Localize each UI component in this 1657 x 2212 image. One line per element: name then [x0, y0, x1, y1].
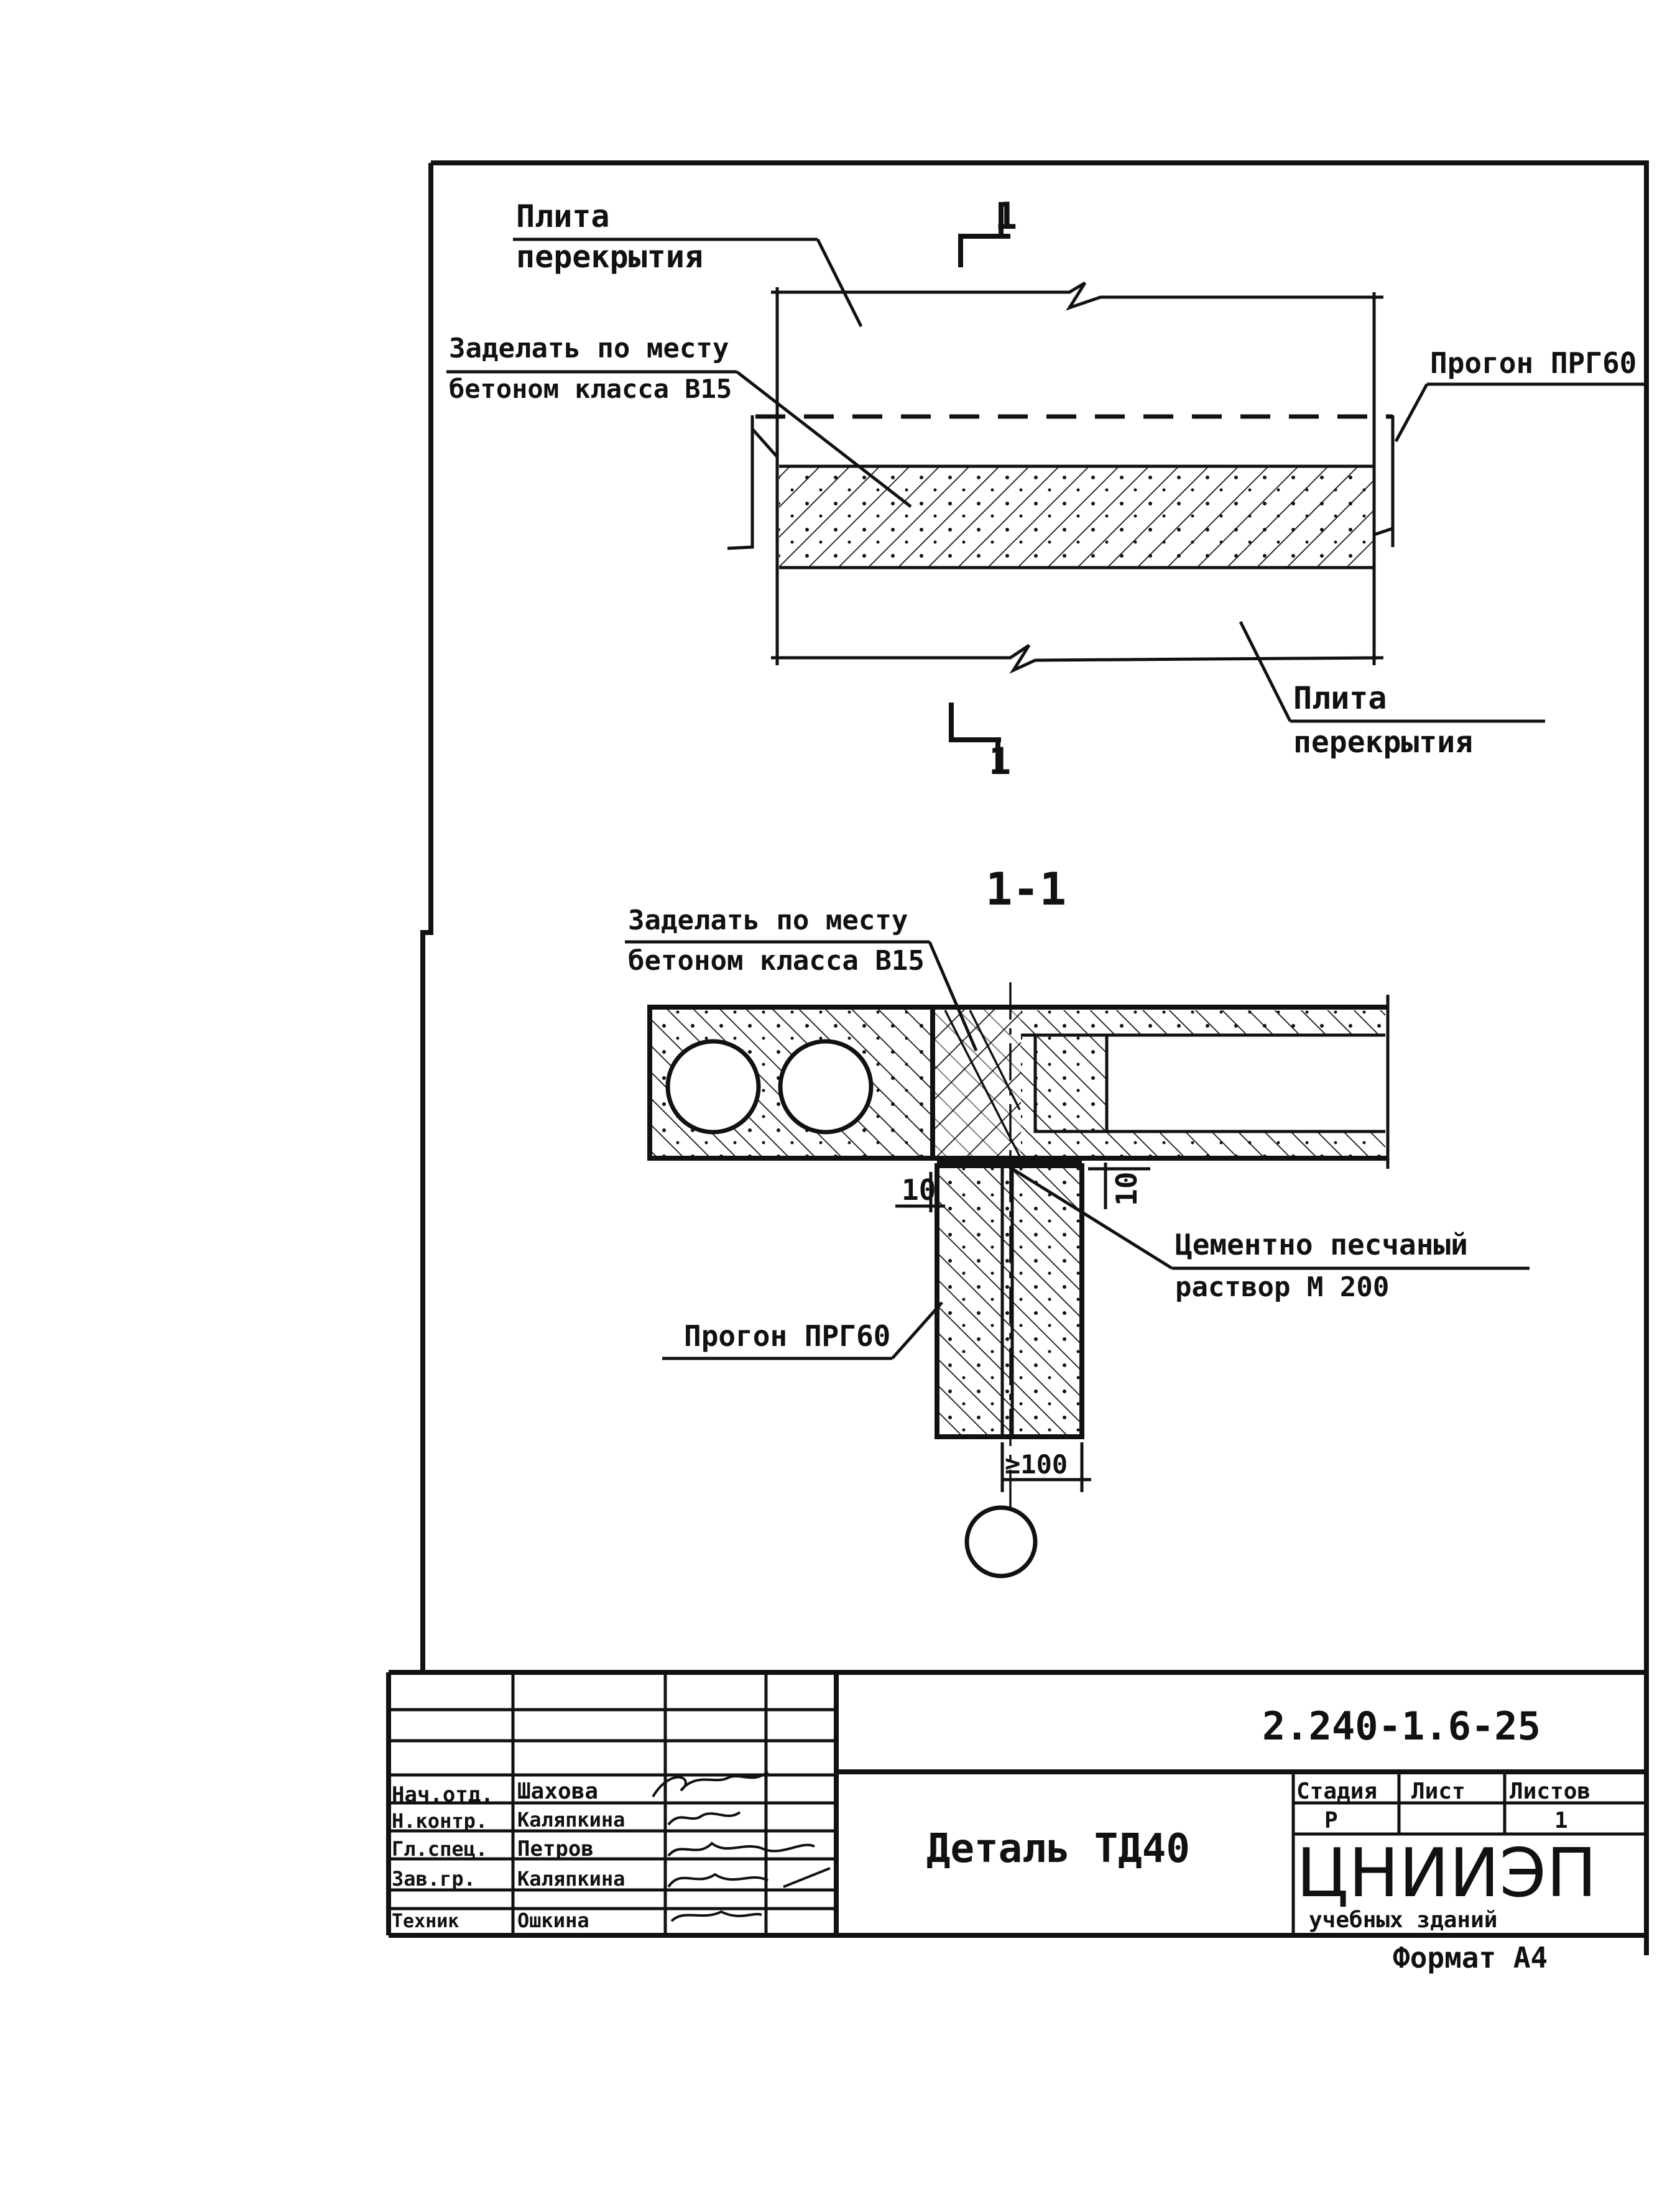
slab-top-edge: [771, 281, 1383, 311]
section-label-mortar-2: раствор М 200: [1175, 1271, 1389, 1303]
organization-sub: учебных зданий: [1309, 1907, 1497, 1933]
sheet-label: Лист: [1411, 1779, 1465, 1804]
section-label-mortar-1: Цементно песчаный: [1175, 1228, 1468, 1261]
drawing-title: Деталь ТД40: [926, 1826, 1190, 1872]
document-code: 2.240-1.6-25: [1262, 1703, 1541, 1749]
section-label-fill-2: бетоном класса B15: [628, 945, 925, 977]
section-marker-top: [958, 234, 1010, 267]
signature-role-2: Н.контр.: [392, 1809, 487, 1833]
signature-name-3: Петров: [517, 1836, 594, 1861]
plan-label-fill-1: Заделать по месту: [449, 333, 729, 364]
signature-name-5: Ошкина: [517, 1909, 589, 1932]
section-label-fill-1: Заделать по месту: [628, 905, 908, 936]
title-block: Нач.отд. Шахова Н.контр. Каляпкина Гл.сп…: [389, 1672, 1646, 1975]
plan-label-slab-bottom-1: Плита: [1293, 680, 1387, 716]
plan-label-slab-top-2: перекрытия: [516, 239, 703, 275]
slab-void-2: [778, 1039, 874, 1135]
organization: ЦНИИЭП: [1296, 1835, 1597, 1912]
sheet-format: Формат А4: [1393, 1941, 1548, 1975]
dim-gap-right: 10: [1110, 1172, 1143, 1206]
plan-label-slab-top-1: Плита: [516, 198, 610, 234]
signature-name-4: Каляпкина: [517, 1867, 625, 1891]
section-marker-bottom: [949, 703, 1001, 742]
stage-label: Стадия: [1296, 1779, 1377, 1804]
dim-gap-left: 10: [902, 1173, 936, 1207]
dim-bearing: ≥100: [1005, 1449, 1068, 1480]
axis-bubble: [964, 1505, 1038, 1578]
sheet-frame: [386, 160, 1649, 1955]
section-label-purlin: Прогон ПРГ60: [684, 1319, 890, 1353]
signature-role-4: Зав.гр.: [392, 1867, 476, 1891]
signature-role-5: Техник: [392, 1910, 459, 1932]
signature-name-2: Каляпкина: [517, 1808, 625, 1832]
slab-bottom-edge: [771, 643, 1384, 674]
plan-view: 1 1 Плита перекрытия Заделать по месту б…: [446, 195, 1645, 783]
plan-label-fill-2: бетоном класса B15: [449, 374, 732, 404]
slab-void-1: [665, 1039, 761, 1135]
signature-role-1: Нач.отд.: [392, 1782, 494, 1807]
section-view: 1-1 10: [625, 863, 1530, 1578]
signature-name-1: Шахова: [517, 1779, 598, 1804]
plan-label-purlin: Прогон ПРГ60: [1430, 346, 1636, 380]
signature-role-3: Гл.спец.: [392, 1837, 487, 1861]
section-mark-bottom: 1: [989, 740, 1011, 783]
sheets-value: 1: [1554, 1808, 1568, 1833]
plan-label-slab-bottom-2: перекрытия: [1293, 725, 1473, 760]
section-mark-top: 1: [995, 195, 1017, 238]
section-title: 1-1: [985, 863, 1066, 915]
sheets-label: Листов: [1510, 1779, 1590, 1804]
stage-value: Р: [1324, 1808, 1338, 1833]
handwritten-signatures: [652, 1771, 831, 1922]
